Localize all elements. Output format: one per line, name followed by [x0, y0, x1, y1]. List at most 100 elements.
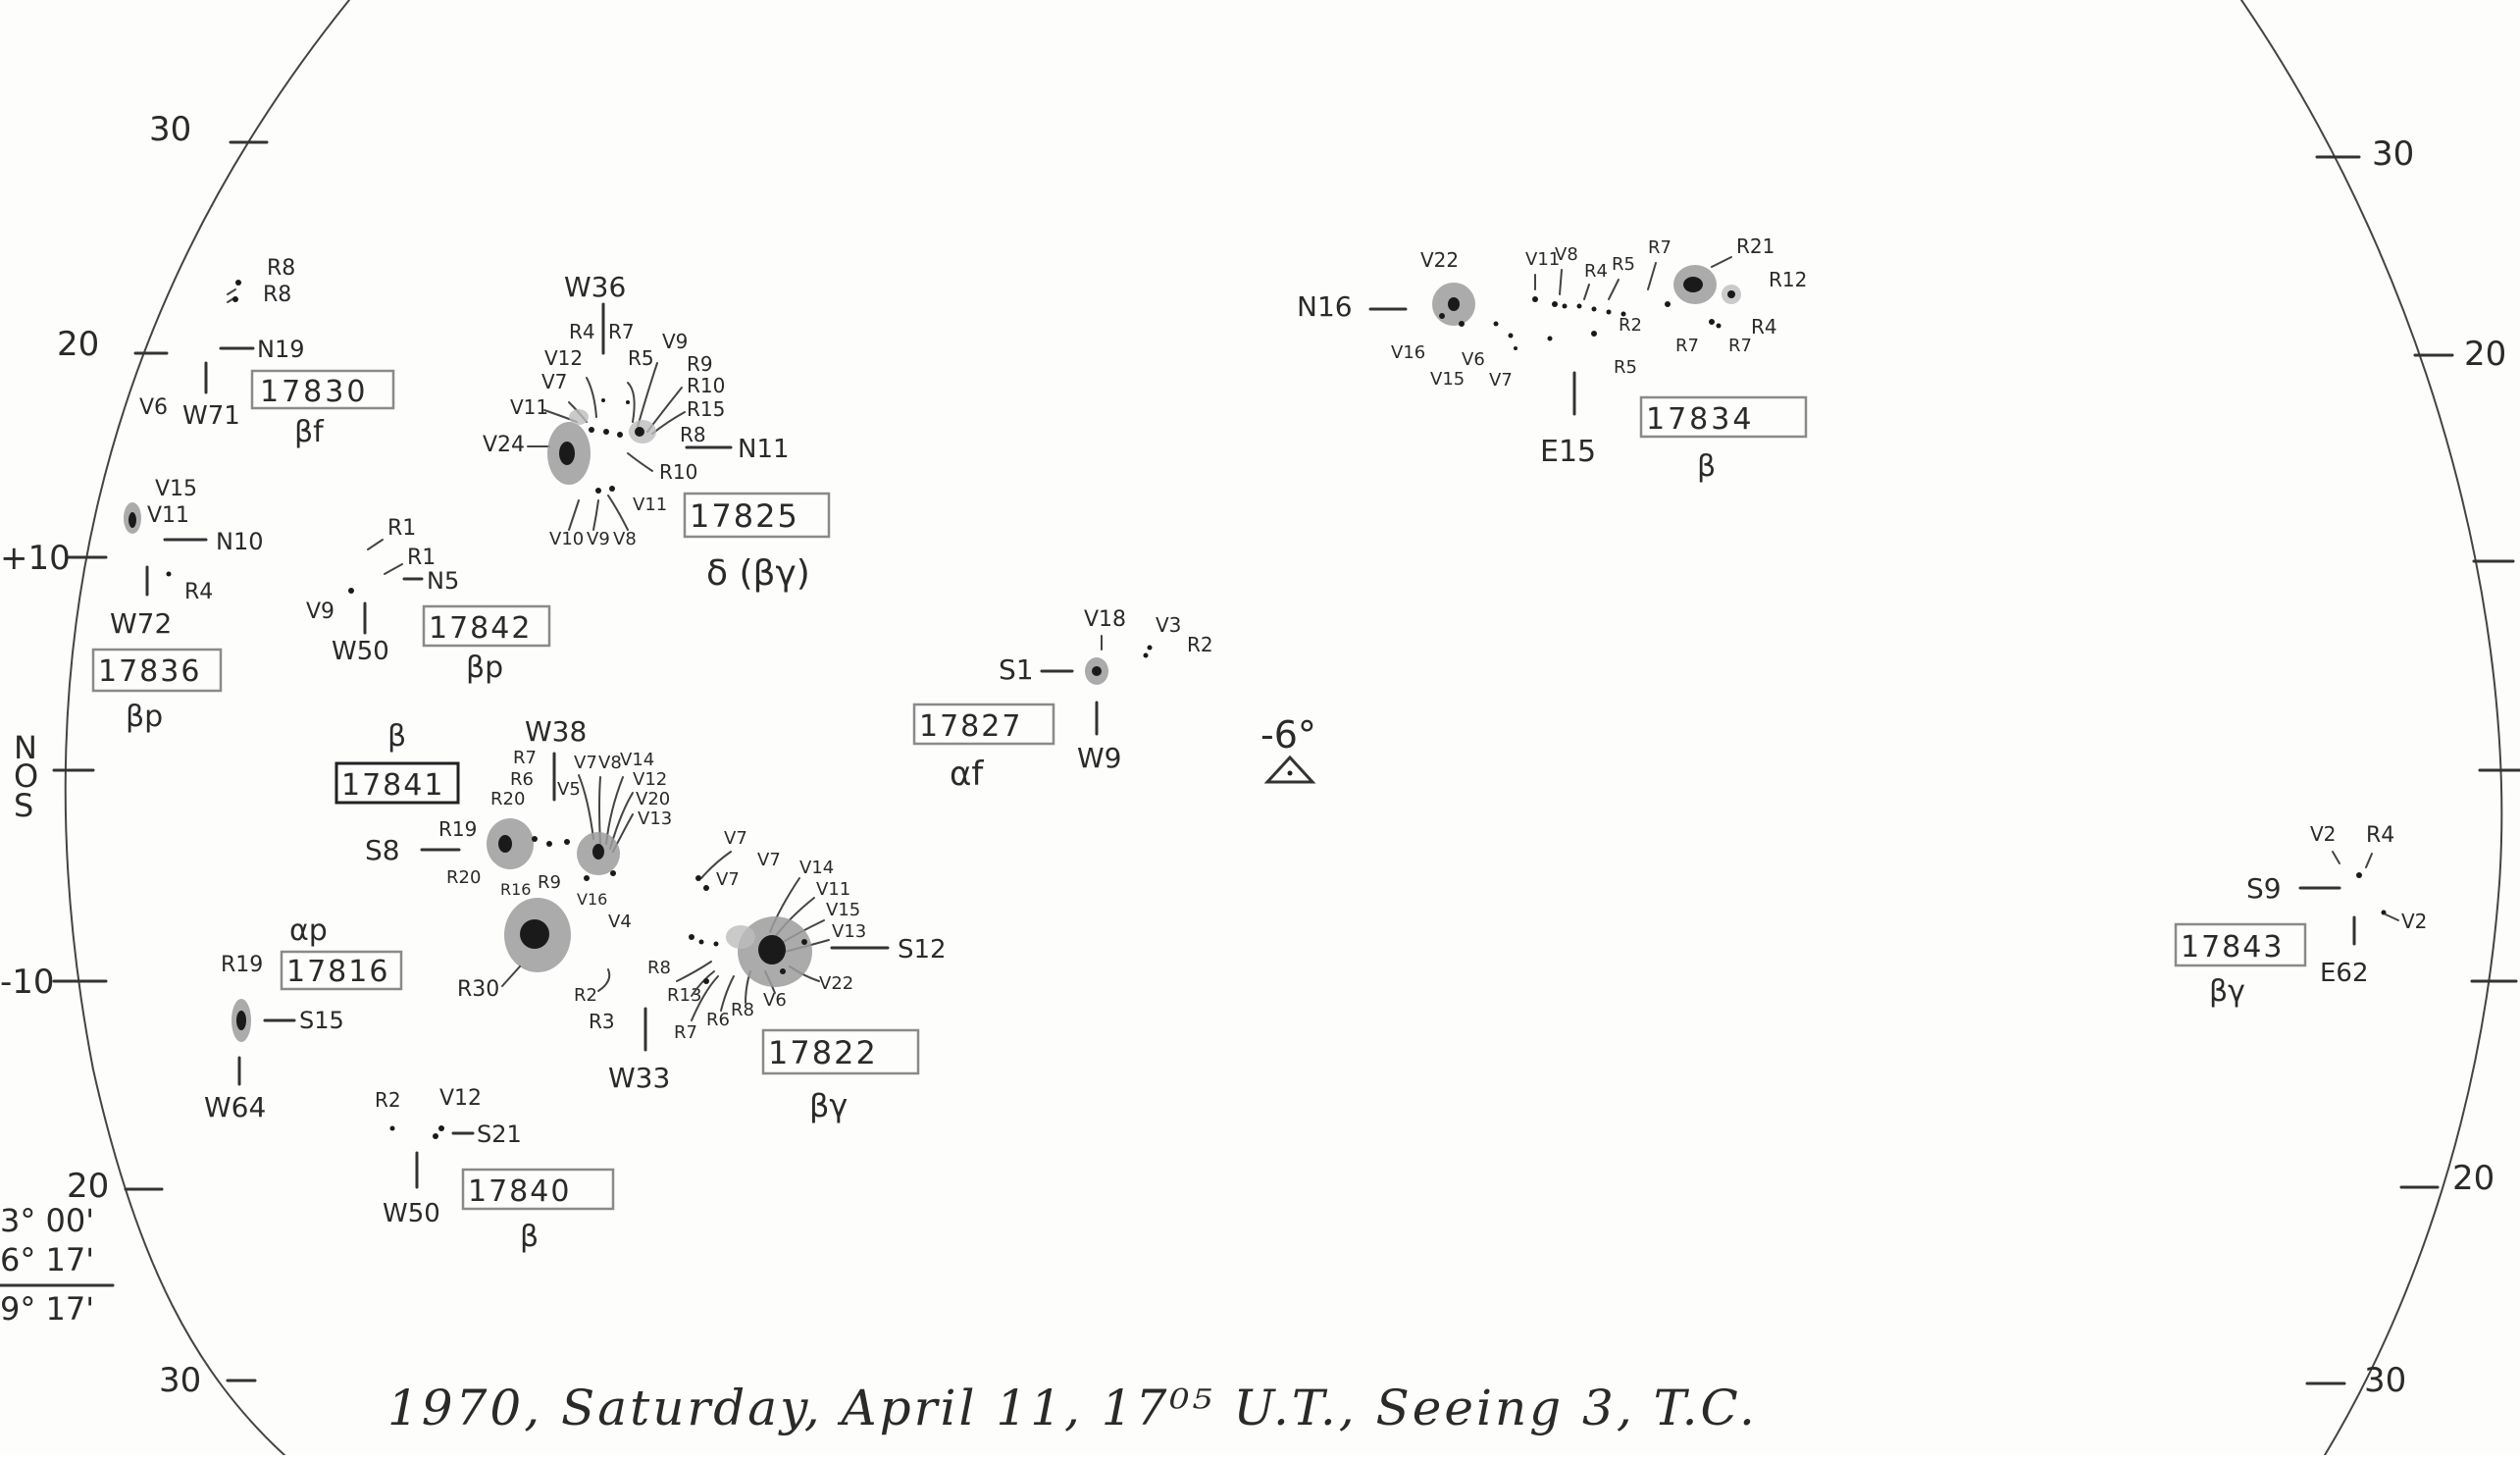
right-latitude-scale: 30 20 20 30 [2305, 134, 2520, 1400]
region-17834-label-11: R7 [1728, 336, 1752, 356]
region-17822-label-13: V6 [763, 990, 787, 1011]
region-17836-label-3: R4 [184, 580, 213, 604]
region-17825-class: δ (βγ) [706, 553, 810, 594]
region-17816-label-1: R19 [221, 953, 263, 977]
region-17834-label-8: R12 [1769, 268, 1807, 291]
region-17822-label-1: V7 [724, 828, 747, 849]
corner-note-1: 3° 00' [0, 1202, 94, 1239]
region-17827-id: 17827 [919, 709, 1022, 744]
region-17825: W36 R4 R7 V12 V7 V11 R5 V9 R9 R10 R15 R8… [483, 271, 831, 594]
region-17822-label-15: R2 [574, 985, 597, 1006]
drawing-caption: 1970, Saturday, April 11, 17⁰⁵ U.T., See… [387, 1380, 1758, 1436]
region-17834-class: β [1697, 449, 1716, 484]
region-17841-lat: S8 [365, 834, 400, 866]
region-17843-lat: S9 [2246, 872, 2282, 905]
region-17816-id: 17816 [286, 955, 389, 989]
region-17830-class: βf [294, 415, 325, 449]
region-17836-lat: N10 [216, 528, 264, 555]
left-scale-n: N [14, 729, 37, 766]
region-17834-label-12: R2 [1619, 315, 1642, 336]
region-17825-label-13: R10 [659, 460, 697, 484]
region-17841-label-10: V8 [598, 753, 622, 773]
region-17825-label-3: V12 [544, 346, 583, 370]
region-17816-lat: S15 [299, 1007, 344, 1034]
region-17822-label-5: V11 [816, 879, 850, 900]
region-17843-id: 17843 [2181, 930, 2284, 965]
region-17834-label-3: V8 [1555, 244, 1578, 265]
right-scale-30-top: 30 [2372, 134, 2414, 174]
region-17841-label-1: R7 [513, 748, 537, 768]
region-17822-lat: S12 [898, 935, 947, 965]
region-17822-label-9: R13 [667, 985, 701, 1006]
region-17836-label-1: V15 [155, 477, 197, 501]
region-17841-label-3: R20 [490, 789, 525, 809]
region-17841-lon: W38 [525, 715, 587, 748]
tilt-marker-label: -6° [1260, 713, 1316, 756]
region-17841-label-4: R19 [438, 817, 477, 841]
left-scale-30-top: 30 [149, 110, 191, 149]
region-17836-lon: W72 [110, 607, 172, 640]
region-17834: N16 V22 V16 V15 V6 V7 V11 V8 R4 R5 R7 R2… [1297, 235, 1807, 484]
region-17842-label-3: V9 [306, 600, 334, 624]
region-17827-label-2: V3 [1156, 613, 1181, 637]
region-17816-class: αp [289, 913, 328, 948]
left-scale-20-bottom: 20 [67, 1167, 109, 1206]
region-17830-id: 17830 [260, 375, 368, 409]
region-17841-label-16: V4 [608, 912, 632, 932]
region-17822-label-2: V7 [716, 869, 740, 890]
region-17834-label-10: R7 [1675, 336, 1699, 356]
region-17841-label-11: V14 [620, 750, 654, 770]
region-17825-label-17: V11 [633, 495, 667, 515]
region-17830-lon: W71 [182, 401, 240, 431]
region-17825-label-2: R7 [608, 320, 635, 343]
region-17827-class: αf [950, 755, 984, 794]
region-17825-label-4: V7 [541, 370, 567, 393]
left-scale-10-bottom: -10 [0, 963, 55, 1002]
region-17825-label-14: V10 [549, 529, 584, 549]
region-17841-label-13: V20 [636, 789, 670, 809]
region-17827-lat: S1 [999, 653, 1034, 686]
region-17825-label-11: R8 [680, 423, 706, 446]
region-17822-label-6: V15 [826, 900, 860, 920]
region-17827-label-3: R2 [1187, 633, 1213, 656]
region-17822-label-10: R7 [674, 1022, 697, 1043]
solar-limb-left [64, 0, 350, 1456]
region-17822: V7 V7 V7 V14 V11 V15 V13 R8 R13 R7 R6 R8… [574, 828, 947, 1124]
region-17841-label-14: V13 [638, 808, 672, 829]
region-17822-label-8: R8 [647, 958, 671, 978]
region-17841-label-5: R20 [446, 867, 481, 888]
region-17836: V15 V11 N10 R4 W72 17836 βp [91, 477, 264, 734]
region-17825-label-1: R4 [569, 320, 595, 343]
region-17822-lon: W33 [608, 1062, 670, 1094]
region-17825-lon: W36 [564, 271, 626, 303]
region-17841-id: 17841 [341, 768, 444, 803]
region-17841-label-7: R9 [538, 872, 561, 893]
region-17816: αp 17816 R19 S15 W64 [204, 913, 403, 1123]
region-17841-label-15: V16 [577, 890, 607, 909]
left-scale-10-top: +10 [0, 539, 71, 578]
region-17834-label-5: R5 [1612, 254, 1635, 275]
region-17822-class: βγ [809, 1087, 848, 1124]
region-17825-label-15: V9 [587, 529, 610, 549]
region-17842-lat: N5 [427, 567, 459, 595]
region-17822-label-11: R6 [706, 1010, 730, 1030]
region-17836-class: βp [126, 700, 163, 734]
region-17825-label-9: R10 [687, 374, 725, 397]
region-17840: R2 V12 S21 W50 17840 β [375, 1086, 615, 1254]
region-17843-label-3: V2 [2401, 910, 2427, 933]
region-17825-id: 17825 [690, 497, 799, 535]
region-17822-label-14: V22 [819, 973, 853, 994]
region-17834-label-14: V16 [1391, 342, 1425, 363]
left-scale-20-top: 20 [57, 325, 99, 364]
region-17841-label-2: R6 [510, 769, 534, 790]
right-scale-30-bottom: 30 [2364, 1361, 2406, 1400]
region-17840-lat: S21 [477, 1121, 522, 1148]
region-17822-id: 17822 [768, 1034, 878, 1071]
left-scale-o: O [14, 757, 38, 795]
region-17834-label-15: V15 [1430, 369, 1465, 390]
region-17843-class: βγ [2209, 974, 2245, 1009]
region-17842-id: 17842 [429, 611, 532, 646]
region-17834-label-17: V7 [1489, 370, 1513, 391]
region-17834-label-16: V6 [1462, 349, 1485, 370]
